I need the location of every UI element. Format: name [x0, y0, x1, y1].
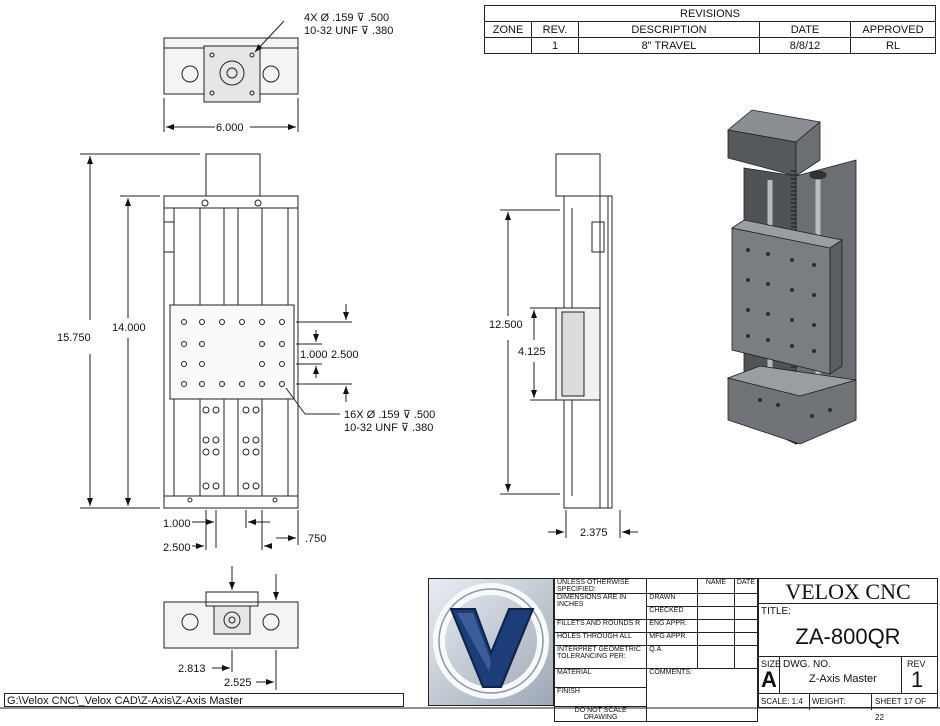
- dim-side-travel: 12.500: [489, 319, 523, 331]
- weight: WEIGHT:: [812, 697, 846, 706]
- tb-checked: CHECKED: [646, 606, 699, 620]
- tb-drawn: DRAWN: [646, 593, 699, 607]
- dim-side-depth: 2.375: [580, 527, 608, 539]
- dwg-no-label: DWG. NO.: [783, 659, 831, 670]
- dim-bottom-a: 1.000: [163, 518, 191, 530]
- carriage-hole-note-1: 16X Ø .159 ⊽ .500: [344, 409, 435, 421]
- tb-mfg: MFG APPR.: [646, 632, 699, 646]
- tb-date-header: DATE: [733, 578, 759, 594]
- tb-finish: FINISH: [553, 687, 648, 707]
- rev-cell-date: 8/8/12: [759, 37, 851, 54]
- top-view: [163, 20, 299, 132]
- tb-qa: Q.A.: [646, 645, 699, 669]
- size-value: A: [761, 667, 777, 692]
- company-logo: [428, 578, 554, 706]
- tb-name-header: NAME: [697, 578, 735, 594]
- rev-value: 1: [911, 667, 924, 692]
- rev-label: REV: [907, 659, 926, 669]
- end-view: [163, 566, 299, 690]
- isometric-model: [726, 109, 857, 445]
- rail-holes: [202, 406, 260, 490]
- dim-bottom-b: 2.500: [163, 542, 191, 554]
- rev-header-date: DATE: [759, 21, 851, 38]
- carriage-holes: [181, 319, 285, 387]
- tb-comments: COMMENTS:: [646, 668, 758, 722]
- revisions-table: REVISIONS ZONE REV. DESCRIPTION DATE APP…: [484, 5, 936, 54]
- dim-overall-length: 15.750: [57, 332, 91, 344]
- scale: SCALE: 1:4: [761, 697, 803, 706]
- title-block-main: VELOX CNC TITLE: ZA-800QR SIZE A DWG. NO…: [758, 578, 938, 722]
- dim-hole-spacing-b: 2.500: [331, 349, 359, 361]
- title-block-specs: UNLESS OTHERWISE SPECIFIED: NAME DATE DI…: [553, 578, 759, 722]
- top-hole-note-1: 4X Ø .159 ⊽ .500: [304, 12, 389, 24]
- top-hole-note-2: 10-32 UNF ⊽ .380: [304, 25, 393, 37]
- size-label: SIZE: [761, 659, 782, 669]
- rev-cell-description: 8" TRAVEL: [578, 37, 760, 54]
- velox-v-logo-icon: [433, 583, 549, 699]
- dim-width-top: 6.000: [216, 122, 244, 134]
- tb-eng: ENG APPR.: [646, 619, 699, 633]
- dwg-name: Z-Axis Master: [809, 673, 877, 685]
- dim-bottom-c: .750: [305, 533, 326, 545]
- tb-holes: HOLES THROUGH ALL: [553, 632, 648, 646]
- tb-material: MATERIAL: [553, 668, 648, 688]
- tb-interp: INTERPRET GEOMETRIC TOLERANCING PER:: [553, 645, 648, 669]
- dim-body-length: 14.000: [112, 322, 146, 334]
- tb-dims-in: DIMENSIONS ARE IN INCHES: [553, 593, 648, 620]
- sheet: SHEET 17 OF 22: [875, 697, 926, 722]
- tb-fillets: FILLETS AND ROUNDS R: [553, 619, 648, 633]
- side-view: [500, 153, 638, 538]
- dim-hole-spacing-a: 1.000: [300, 349, 328, 361]
- front-view: [80, 153, 352, 550]
- carriage-hole-note-2: 10-32 UNF ⊽ .380: [344, 422, 433, 434]
- part-number: ZA-800QR: [795, 624, 901, 649]
- company-name: VELOX CNC: [759, 579, 937, 604]
- dim-end-a: 2.813: [178, 663, 206, 675]
- tb-no-scale: DO NOT SCALE DRAWING: [553, 706, 648, 722]
- tb-unless: UNLESS OTHERWISE SPECIFIED:: [553, 578, 648, 594]
- dim-side-carriage: 4.125: [518, 346, 546, 358]
- rev-cell-approved: RL: [850, 37, 936, 54]
- file-path: G:\Velox CNC\_Velox CAD\Z-Axis\Z-Axis Ma…: [4, 693, 404, 707]
- dim-end-b: 2.525: [224, 677, 252, 689]
- title-label: TITLE:: [761, 606, 792, 617]
- rev-header-approved: APPROVED: [850, 21, 936, 38]
